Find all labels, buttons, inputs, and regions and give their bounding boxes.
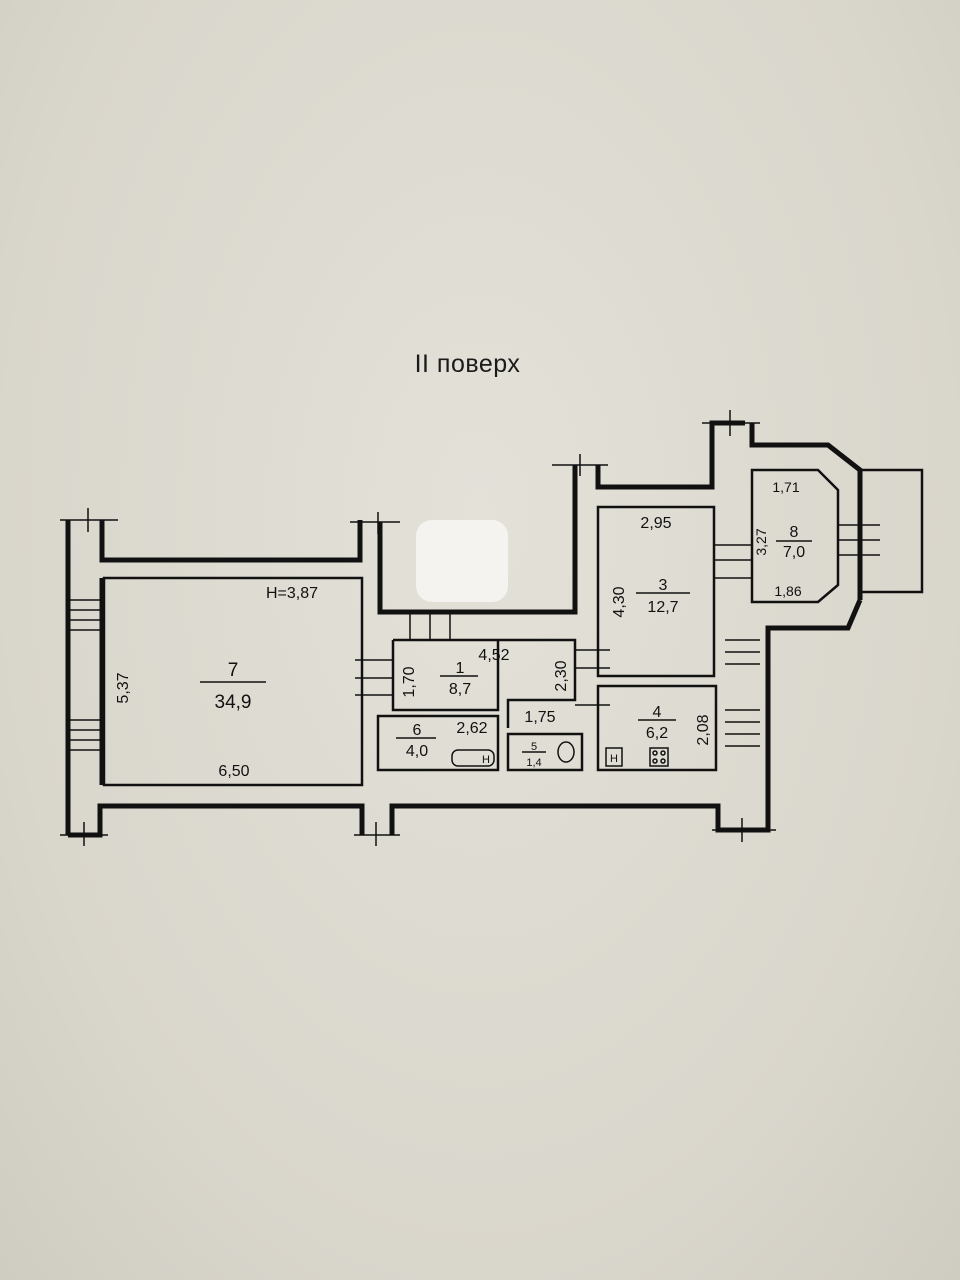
openings: [60, 410, 880, 846]
room-3-number: 3: [659, 577, 668, 594]
outer-walls: [65, 420, 924, 838]
bath-mark: H: [482, 754, 490, 766]
dim-room7-width: 5,37: [115, 672, 132, 703]
toilet-icon: [557, 741, 575, 763]
room-1-number: 1: [456, 660, 465, 677]
room-7-outline: [102, 576, 364, 787]
sink-mark: H: [610, 753, 618, 765]
ceiling-height: Н=3,87: [266, 585, 318, 602]
room-3-area: 12,7: [647, 599, 678, 616]
dim-room3-width: 4,30: [611, 586, 628, 617]
room-4-area: 6,2: [646, 725, 668, 742]
dim-room3-length: 2,95: [640, 515, 671, 532]
dim-room8-top: 1,71: [772, 479, 799, 495]
dim-room6-length: 2,62: [456, 720, 487, 737]
fixtures: [451, 741, 669, 767]
sink-icon: [605, 747, 623, 767]
room-8-number: 8: [790, 524, 799, 541]
dim-room1-width: 1,70: [401, 666, 418, 697]
dim-room1-side: 2,30: [553, 660, 570, 691]
dim-room7-length: 6,50: [218, 763, 249, 780]
stove-icon: [649, 747, 669, 767]
dim-room4-width: 2,08: [695, 714, 712, 745]
room-7-area: 34,9: [215, 692, 252, 713]
room-6-number: 6: [413, 722, 422, 739]
area-fraction-bars: [200, 540, 812, 753]
dim-room5-length: 1,75: [524, 709, 555, 726]
room-4-number: 4: [653, 704, 662, 721]
dim-room8-side: 3,27: [753, 528, 769, 555]
floor-title: II поверх: [414, 350, 521, 378]
room-5-area: 1,4: [526, 757, 541, 769]
inner-partitions: [376, 638, 718, 772]
room-5-number: 5: [531, 741, 537, 753]
masked-area: [416, 520, 508, 602]
dim-room1-length: 4,52: [478, 647, 509, 664]
room-1-area: 8,7: [449, 681, 471, 698]
bathtub-icon: [451, 749, 495, 767]
room-8-area: 7,0: [783, 544, 805, 561]
dim-room8-bottom: 1,86: [774, 583, 801, 599]
room-7-number: 7: [228, 660, 239, 681]
room-6-area: 4,0: [406, 743, 428, 760]
